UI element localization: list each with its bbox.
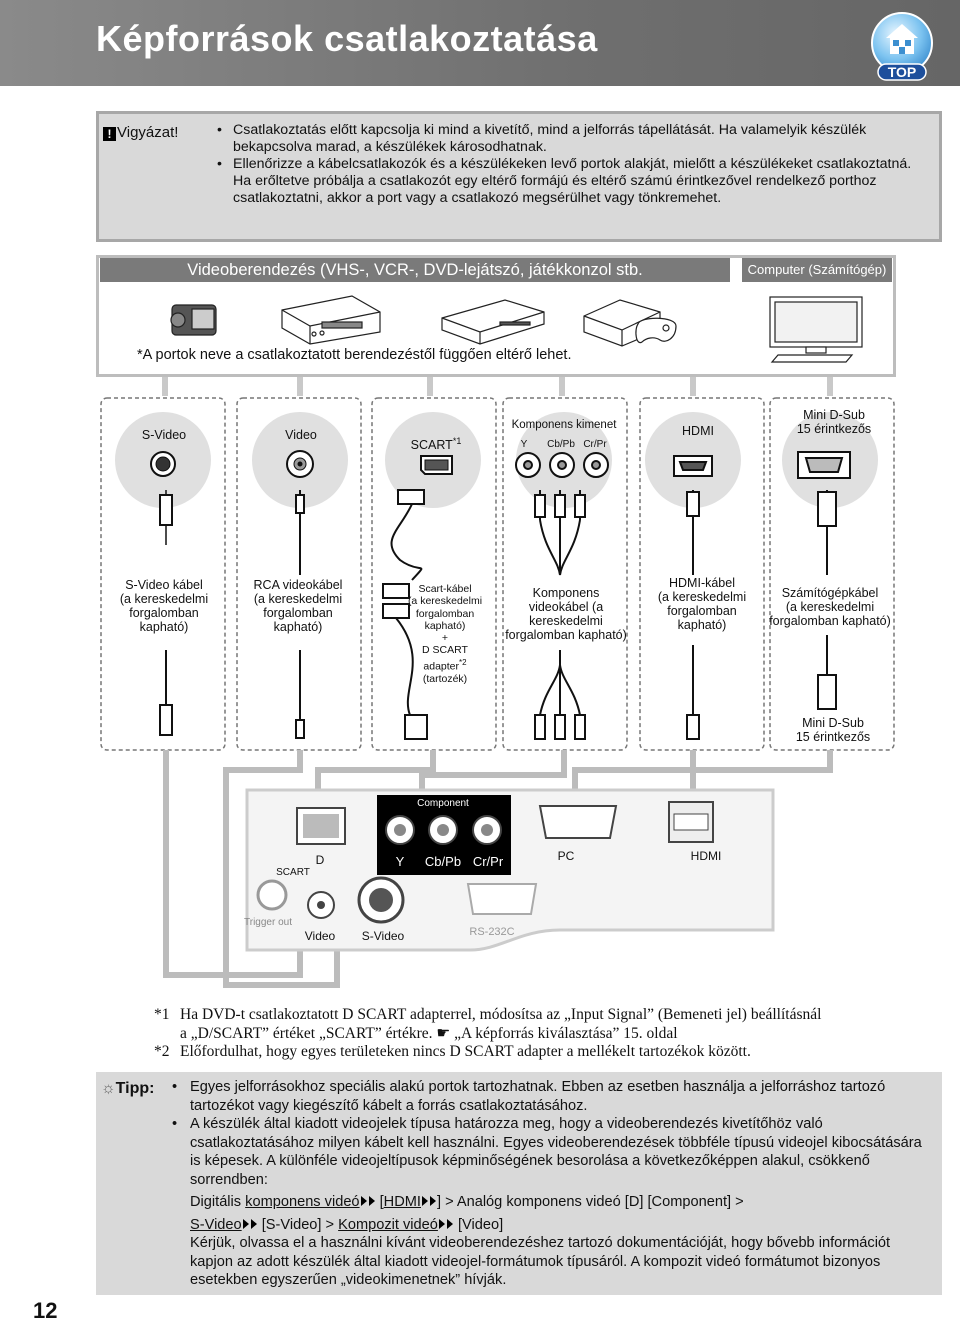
- panel-d-label: D: [316, 853, 325, 867]
- hdmi-port-icon: [673, 455, 713, 477]
- component-port-icon: [515, 452, 609, 478]
- scart-port-icon: [420, 455, 453, 475]
- warning-item: Csatlakoztatás előtt kapcsolja ki mind a…: [217, 122, 931, 156]
- minidsub-port-icon: [797, 451, 851, 479]
- top-button[interactable]: TOP: [866, 10, 938, 82]
- hdmi-column: [639, 397, 765, 751]
- warning-box: !Vigyázat! Csatlakoztatás előtt kapcsolj…: [96, 111, 942, 242]
- footnotes: *1 Ha DVD-t csatlakoztatott D SCART adap…: [154, 1006, 821, 1062]
- page-number: 12: [33, 1298, 58, 1323]
- link-arrow-icon: [360, 1196, 367, 1206]
- projector-panel: Component D SCART Y Cb/Pb Cr/Pr PC HDMI …: [244, 788, 775, 952]
- panel-component-label: Component: [417, 798, 469, 809]
- warning-list: Csatlakoztatás előtt kapcsolja ki mind a…: [217, 122, 931, 207]
- component-label: Komponens kimenet: [511, 419, 617, 431]
- link-arrow-icon: [446, 1218, 453, 1229]
- tip-item: A készülék által kiadott videojelek típu…: [172, 1115, 936, 1290]
- panel-svideo-label: S-Video: [362, 929, 405, 943]
- link-composite-video[interactable]: Kompozit videó: [338, 1216, 438, 1233]
- link-component-video[interactable]: komponens videó: [245, 1194, 360, 1210]
- warning-label: !Vigyázat!: [103, 124, 178, 141]
- link-arrow-icon: [438, 1218, 445, 1229]
- warning-icon: !: [103, 127, 116, 141]
- tip-label: ☼Tipp:: [101, 1080, 155, 1097]
- panel-cr-label: Cr/Pr: [473, 854, 504, 869]
- footnote-1: *1 Ha DVD-t csatlakoztatott D SCART adap…: [154, 1006, 822, 1042]
- panel-video-label: Video: [305, 929, 336, 943]
- footnote-2: *2 Előfordulhat, hogy egyes területeken …: [154, 1043, 751, 1060]
- vcr-icon: [281, 295, 381, 345]
- link-arrow-icon: [421, 1196, 428, 1206]
- dvd-player-icon: [441, 299, 545, 345]
- devices-note: *A portok neve a csatlakoztatott berende…: [137, 347, 572, 363]
- link-svideo[interactable]: S-Video: [190, 1216, 242, 1233]
- tip-box: ☼Tipp: Egyes jelforrásokhoz speciális al…: [96, 1072, 942, 1295]
- comp-cb-label: Cb/Pb: [547, 439, 575, 450]
- panel-rs232c-label: RS-232C: [469, 926, 514, 938]
- hdmi-label: HDMI: [682, 424, 714, 438]
- warning-item: Ellenőrizze a kábelcsatlakozók és a kész…: [217, 156, 931, 207]
- panel-y-label: Y: [396, 854, 405, 869]
- connection-diagram: Component D SCART Y Cb/Pb Cr/Pr PC HDMI …: [100, 295, 895, 988]
- top-label: TOP: [888, 64, 917, 80]
- lightbulb-icon: ☼: [101, 1080, 116, 1097]
- video-devices-title: Videoberendezés (VHS-, VCR-, DVD-lejátsz…: [100, 258, 730, 282]
- page-header: Képforrások csatlakoztatása TOP: [0, 0, 960, 86]
- panel-trigger-label: Trigger out: [244, 917, 292, 928]
- panel-cb-label: Cb/Pb: [425, 854, 461, 869]
- panel-pc-label: PC: [558, 849, 575, 863]
- link-arrow-icon: [250, 1218, 257, 1229]
- comp-y-label: Y: [520, 439, 528, 450]
- tip-item: Egyes jelforrásokhoz speciális alakú por…: [172, 1078, 936, 1115]
- comp-cr-label: Cr/Pr: [583, 439, 607, 450]
- game-console-icon: [583, 299, 677, 347]
- camcorder-icon: [170, 304, 217, 336]
- link-hdmi[interactable]: HDMI: [383, 1194, 421, 1210]
- tip-list: Egyes jelforrásokhoz speciális alakú por…: [172, 1078, 936, 1290]
- svideo-port-icon: [150, 451, 176, 477]
- video-port-icon: [286, 450, 314, 478]
- panel-scart-label: SCART: [276, 867, 310, 878]
- computer-icon: [769, 296, 863, 363]
- svideo-label: S-Video: [141, 428, 187, 442]
- scart-label: SCART*1: [410, 436, 462, 453]
- panel-hdmi-label: HDMI: [691, 849, 722, 863]
- video-label: Video: [285, 428, 317, 442]
- house-icon: [886, 24, 918, 54]
- page-title: Képforrások csatlakoztatása: [96, 18, 598, 59]
- link-arrow-icon: [242, 1218, 249, 1229]
- link-arrow-icon: [429, 1196, 436, 1206]
- link-arrow-icon: [368, 1196, 375, 1206]
- computer-title: Computer (Számítógép): [742, 258, 892, 282]
